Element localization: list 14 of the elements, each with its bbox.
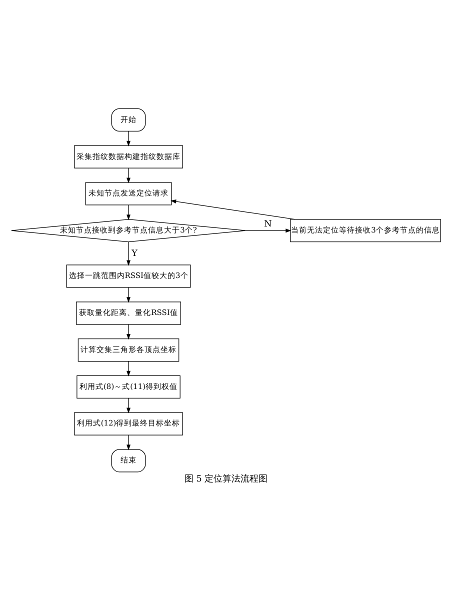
arrow bbox=[126, 397, 130, 413]
arrow bbox=[126, 434, 130, 450]
arrow bbox=[170, 199, 295, 220]
edge-label: N bbox=[264, 218, 272, 229]
arrow bbox=[126, 286, 130, 302]
arrow bbox=[126, 167, 130, 183]
arrow bbox=[126, 324, 130, 340]
arrow bbox=[126, 204, 130, 220]
edge-label: Y bbox=[131, 248, 137, 258]
arrow bbox=[126, 241, 130, 266]
arrow bbox=[126, 360, 130, 376]
arrow bbox=[126, 130, 130, 146]
caption: 图 5 定位算法流程图 bbox=[184, 474, 268, 484]
arrow bbox=[244, 228, 291, 232]
